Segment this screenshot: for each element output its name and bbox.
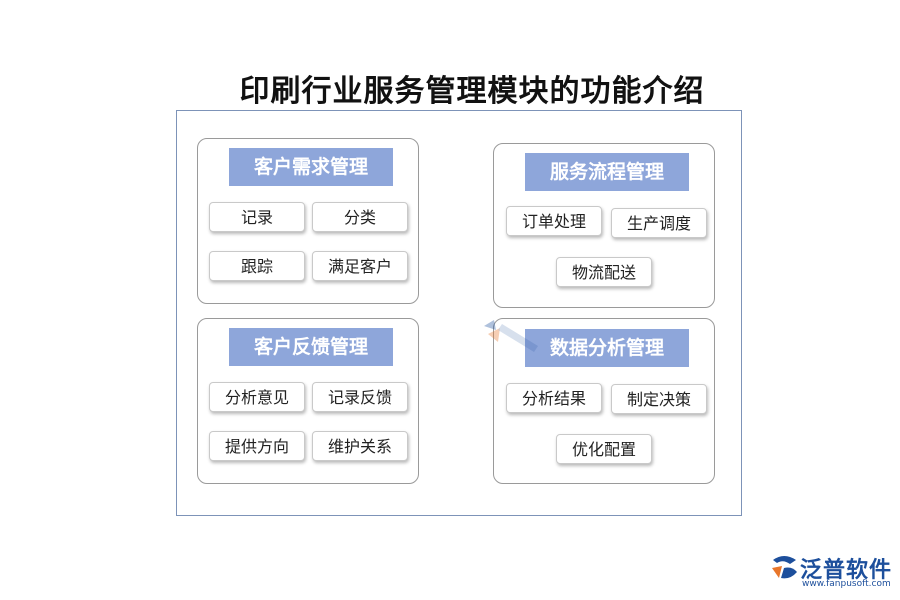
function-item: 生产调度 [611,208,707,238]
watermark-logo-icon [484,320,538,352]
brand-mark-icon [772,556,797,579]
function-item: 分析结果 [506,383,602,413]
function-item: 分析意见 [209,382,305,412]
function-item: 跟踪 [209,251,305,281]
module-heading: 客户需求管理 [229,148,393,186]
module-heading: 服务流程管理 [525,153,689,191]
function-item: 满足客户 [312,251,408,281]
function-item: 分类 [312,202,408,232]
function-item: 制定决策 [611,384,707,414]
module-heading: 数据分析管理 [525,329,689,367]
function-item: 物流配送 [556,257,652,287]
diagram-title: 印刷行业服务管理模块的功能介绍 [239,74,705,109]
function-item: 记录反馈 [312,382,408,412]
brand-url: www.fanpusoft.com [802,579,891,589]
function-item: 维护关系 [312,431,408,461]
brand-name: 泛普软件 [800,558,893,583]
outer-frame [176,110,742,516]
function-item: 记录 [209,202,305,232]
module-data-analysis: 数据分析管理 分析结果 制定决策 优化配置 [493,318,715,484]
function-item: 提供方向 [209,431,305,461]
brand-logo: 泛普软件 www.fanpusoft.com [770,552,894,596]
function-item: 优化配置 [556,434,652,464]
module-heading: 客户反馈管理 [229,328,393,366]
module-customer-feedback: 客户反馈管理 分析意见 记录反馈 提供方向 维护关系 [197,318,419,484]
module-service-process: 服务流程管理 订单处理 生产调度 物流配送 [493,143,715,308]
module-customer-demand: 客户需求管理 记录 分类 跟踪 满足客户 [197,138,419,304]
function-item: 订单处理 [506,206,602,236]
